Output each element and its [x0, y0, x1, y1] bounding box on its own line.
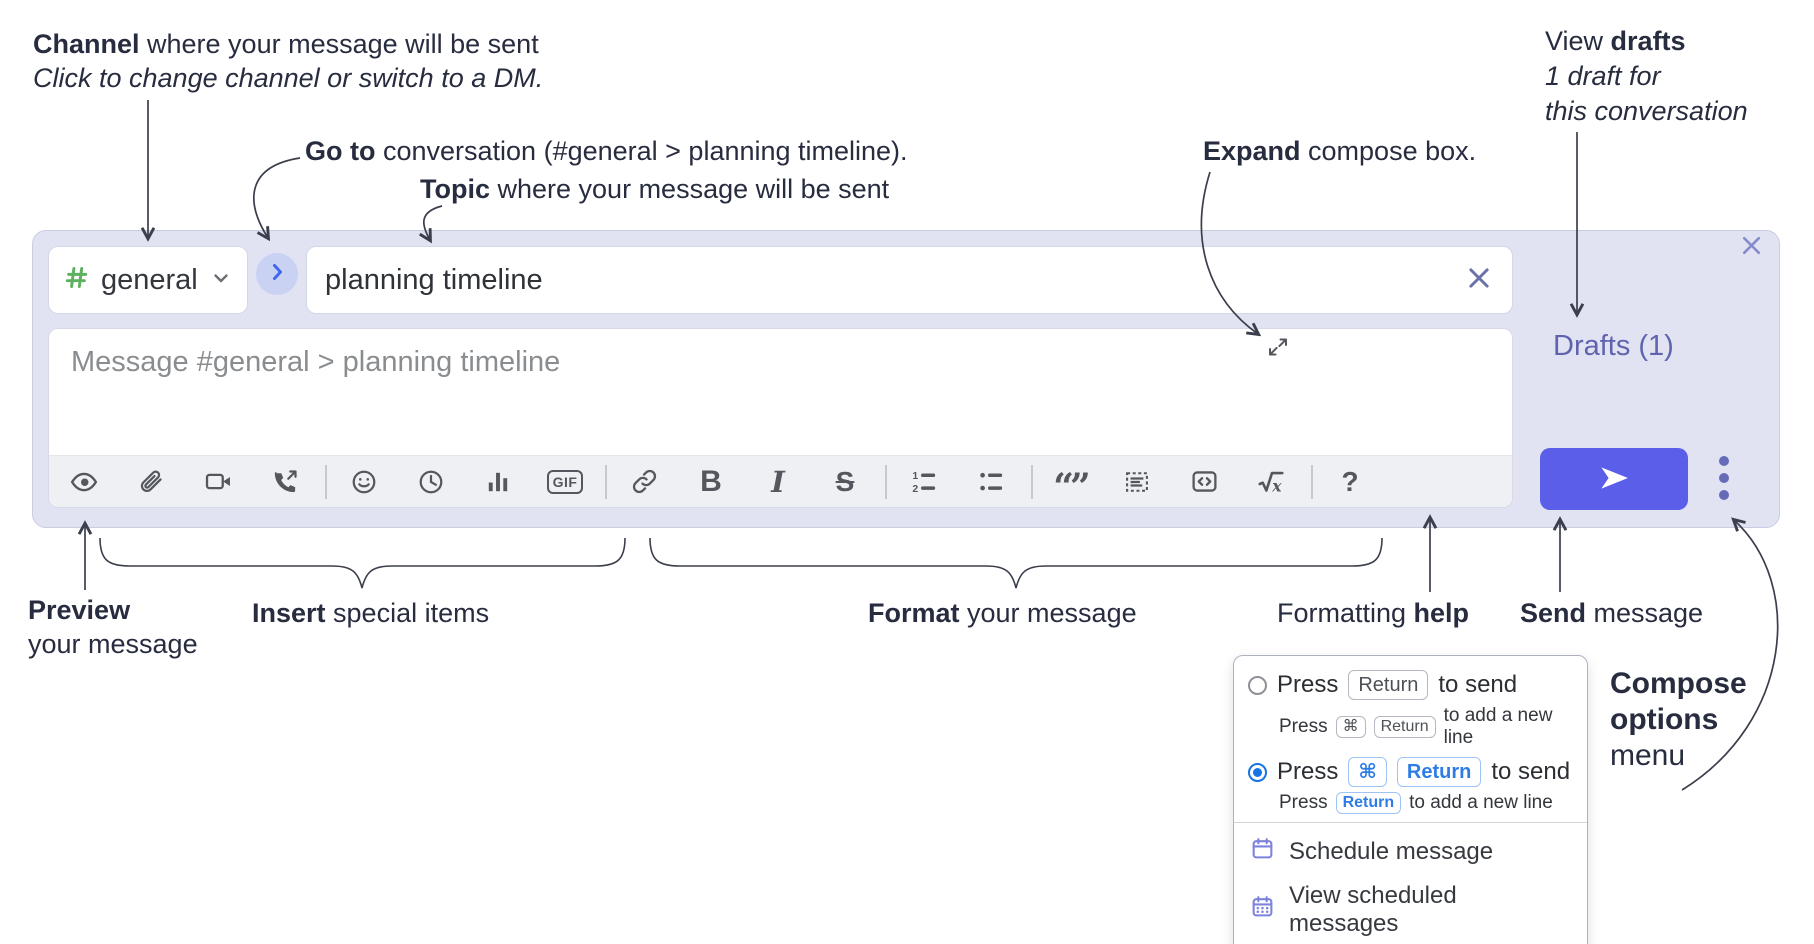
- formatting-help-annotation: Formatting help: [1277, 598, 1470, 628]
- italic-icon[interactable]: I: [771, 464, 785, 499]
- message-compose-area: Message #general > planning timeline GIF…: [48, 328, 1513, 508]
- key-chip: Return: [1348, 670, 1429, 700]
- hash-icon: [63, 264, 90, 296]
- toolbar-divider: [1031, 464, 1033, 499]
- message-placeholder: Message #general > planning timeline: [71, 346, 561, 378]
- format-annotation: Format your message: [868, 598, 1137, 628]
- key-chip: ⌘: [1335, 716, 1366, 738]
- emoji-icon[interactable]: [341, 460, 387, 504]
- topic-annotation: Topic where your message will be sent: [420, 174, 890, 204]
- code-icon[interactable]: [1181, 460, 1227, 504]
- video-call-icon[interactable]: [195, 460, 241, 504]
- expand-icon: [1266, 335, 1290, 364]
- svg-text:2: 2: [912, 482, 918, 494]
- key-chip: Return: [1396, 757, 1482, 787]
- gif-icon[interactable]: GIF: [542, 460, 588, 504]
- help-icon[interactable]: ?: [1341, 465, 1359, 497]
- math-icon[interactable]: x: [1248, 460, 1294, 504]
- chevron-down-icon: [209, 266, 233, 295]
- radio-icon[interactable]: [1248, 675, 1267, 695]
- preview-icon[interactable]: [61, 460, 107, 504]
- expand-annotation: Expand compose box.: [1203, 136, 1477, 166]
- schedule-message-icon: [1250, 836, 1275, 868]
- global-time-icon[interactable]: [408, 460, 454, 504]
- goto-conversation-button[interactable]: [256, 253, 298, 295]
- topic-input-value: planning timeline: [325, 263, 543, 296]
- toolbar-divider: [1311, 464, 1313, 499]
- quote-icon[interactable]: “”: [1053, 465, 1090, 508]
- send-annotation: Send message: [1520, 598, 1704, 628]
- svg-text:x: x: [1271, 476, 1282, 495]
- key-chip: ⌘: [1348, 757, 1387, 787]
- send-button[interactable]: [1540, 448, 1688, 510]
- link-icon[interactable]: [621, 460, 667, 504]
- vertical-dots-icon: [1717, 454, 1731, 507]
- message-input[interactable]: Message #general > planning timeline: [49, 329, 1512, 455]
- channel-annotation-bold: Channel: [33, 29, 140, 59]
- spoiler-icon[interactable]: [1114, 460, 1160, 504]
- radio-selected-icon[interactable]: [1248, 762, 1267, 782]
- channel-picker-label: general: [101, 263, 198, 296]
- audio-call-icon[interactable]: [262, 460, 308, 504]
- bulleted-list-icon[interactable]: [968, 460, 1014, 504]
- strikethrough-icon[interactable]: S: [835, 465, 855, 497]
- channel-annotation: Channel where your message will be sent …: [33, 29, 544, 93]
- format-brace: [649, 537, 1383, 589]
- svg-text:1: 1: [912, 470, 918, 482]
- compose-options-annotation: Compose options menu: [1610, 667, 1747, 772]
- attach-file-icon[interactable]: [128, 460, 174, 504]
- send-icon: [1595, 459, 1633, 500]
- menu-item-schedule-message[interactable]: Schedule message: [1248, 829, 1573, 875]
- expand-compose-button[interactable]: [1264, 335, 1292, 363]
- insert-annotation: Insert special items: [252, 598, 490, 628]
- menu-item-view-scheduled-messages[interactable]: View scheduled messages: [1248, 875, 1573, 944]
- insert-brace: [99, 537, 626, 589]
- toolbar-divider: [325, 464, 327, 499]
- bold-icon[interactable]: B: [700, 464, 722, 498]
- toolbar-divider: [605, 464, 607, 499]
- view-drafts-annotation: View drafts 1 draft for this conversatio…: [1545, 26, 1748, 126]
- view-scheduled-icon: [1250, 894, 1275, 926]
- clear-topic-icon[interactable]: [1464, 263, 1494, 298]
- key-chip: Return: [1335, 792, 1402, 814]
- goto-arrow: [253, 157, 301, 242]
- compose-options-button[interactable]: [1711, 452, 1737, 508]
- topic-input[interactable]: planning timeline: [306, 246, 1513, 314]
- poll-icon[interactable]: [475, 460, 521, 504]
- drafts-link[interactable]: Drafts (1): [1553, 330, 1674, 362]
- toolbar-divider: [885, 464, 887, 499]
- goto-annotation: Go to conversation (#general > planning …: [305, 136, 908, 166]
- popup-divider: [1234, 822, 1587, 823]
- close-icon: [1738, 232, 1765, 264]
- chevron-right-icon: [265, 260, 289, 289]
- preview-annotation: Preview your message: [28, 595, 198, 659]
- key-chip: Return: [1373, 716, 1436, 738]
- channel-picker[interactable]: general: [48, 246, 248, 314]
- close-compose-button[interactable]: [1737, 234, 1765, 262]
